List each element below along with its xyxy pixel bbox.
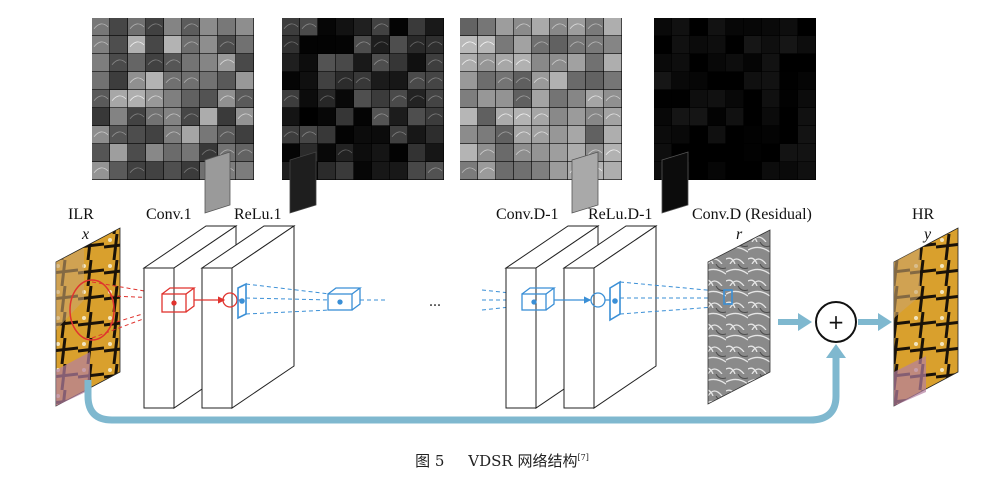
- output-variable: y: [924, 226, 932, 243]
- residual-image: [707, 229, 771, 405]
- skip-connection-arrow: [84, 344, 846, 424]
- input-label: ILR: [68, 206, 94, 223]
- input-variable: x: [82, 226, 90, 243]
- sum-to-output-arrow: [858, 313, 892, 331]
- convd1-filter-cube: [521, 287, 556, 311]
- relu1-label: ReLu.1: [234, 206, 282, 223]
- caption-text: VDSR 网络结构: [468, 452, 578, 470]
- convd1-filter-thumbnail: [571, 151, 599, 214]
- caption-reference: [7]: [577, 453, 589, 462]
- residual-output-pixel: [723, 289, 733, 305]
- output-label: HR: [912, 206, 935, 223]
- relu1-filter-thumbnail: [289, 151, 317, 214]
- output-hr-image: [893, 227, 959, 407]
- figure-caption: 图 5 VDSR 网络结构[7]: [0, 450, 1004, 471]
- receptive-field-marker: [69, 279, 115, 341]
- conv1-filter-thumbnail: [204, 151, 231, 214]
- relud1-feature-maps: [654, 18, 816, 180]
- residual-variable: r: [736, 226, 743, 243]
- caption-figure-number: 图 5: [415, 452, 445, 470]
- relud1-layer-block: [562, 225, 658, 409]
- layers-ellipsis: ...: [429, 293, 441, 310]
- conv1-label: Conv.1: [146, 206, 192, 223]
- convd-residual-label: Conv.D (Residual): [692, 206, 812, 223]
- conv1-filter-cube: [161, 287, 196, 313]
- input-lr-image: [55, 227, 121, 407]
- convd1-label: Conv.D-1: [496, 206, 559, 223]
- relu1-layer-block: [200, 225, 296, 409]
- plus-sign: +: [828, 310, 845, 334]
- relud1-activation-node: [590, 292, 610, 308]
- residual-to-sum-arrow: [778, 313, 812, 331]
- relud1-filter-thumbnail: [661, 151, 689, 214]
- relud1-label: ReLu.D-1: [588, 206, 653, 223]
- relu1-feature-maps: [282, 18, 444, 180]
- relu1-to-next-lines: [245, 283, 331, 315]
- relud1-to-residual-lines: [619, 281, 729, 315]
- conv1-feature-maps: [92, 18, 254, 180]
- middle-filter-cube: [327, 287, 362, 311]
- sum-node: +: [815, 301, 857, 343]
